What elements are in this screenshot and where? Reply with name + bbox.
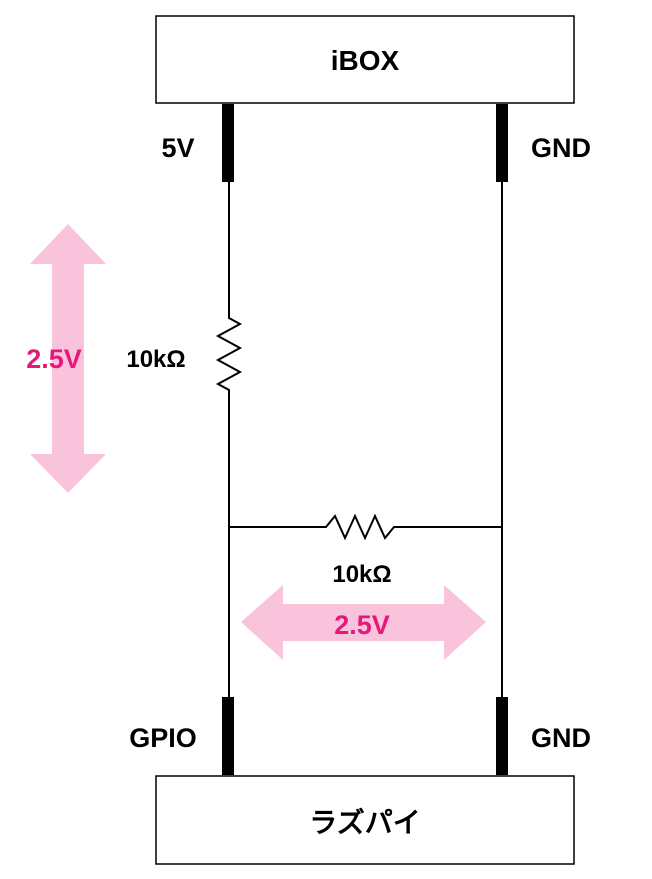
- pin-label-gnd-top: GND: [531, 133, 591, 163]
- middle-wire: [229, 513, 502, 541]
- voltage-label-horizontal: 2.5V: [334, 610, 390, 640]
- ibox-block: [155, 15, 575, 104]
- resistor-label-vertical: 10kΩ: [126, 346, 185, 373]
- raspi-label: ラズパイ: [309, 806, 420, 838]
- voltage-label-vertical: 2.5V: [26, 344, 82, 374]
- pin-gpio: [222, 697, 234, 775]
- pin-label-5v: 5V: [161, 133, 194, 163]
- pin-gnd-bottom: [496, 697, 508, 775]
- vertical-voltage-arrow: [30, 224, 106, 493]
- pin-gnd-top: [496, 104, 508, 182]
- left-wire: [215, 182, 243, 697]
- raspi-block: [155, 775, 575, 865]
- horizontal-voltage-arrow: [241, 585, 486, 660]
- resistor-label-horizontal: 10kΩ: [332, 561, 391, 588]
- pin-label-gnd-bottom: GND: [531, 723, 591, 753]
- pin-5v: [222, 104, 234, 182]
- ibox-label: iBOX: [331, 45, 400, 76]
- pin-label-gpio: GPIO: [129, 723, 197, 753]
